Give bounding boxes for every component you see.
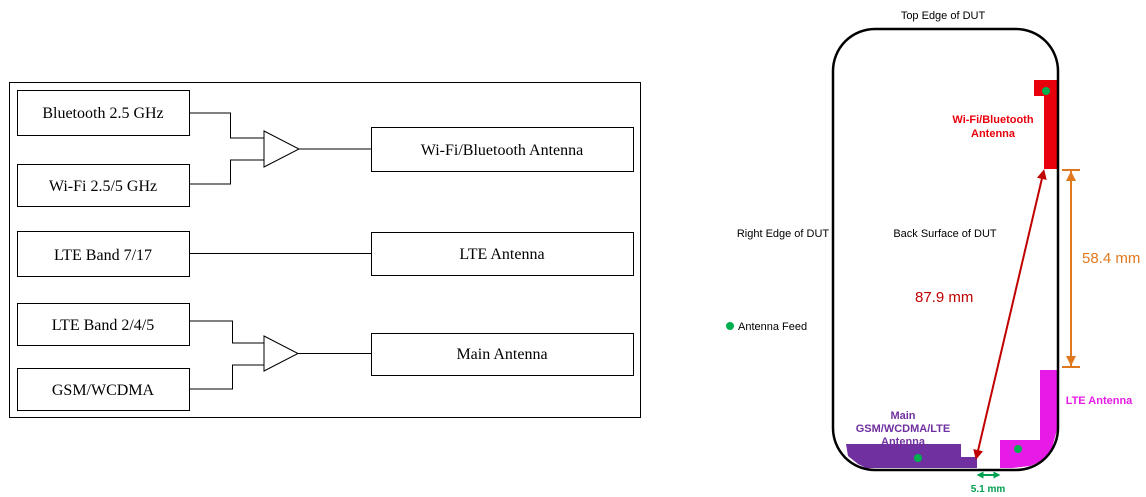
lte-2-4-5-wire [189, 320, 264, 344]
gsm-wcdma-label: GSM/WCDMA [52, 382, 155, 399]
lte-antenna-label: LTE Antenna [459, 246, 544, 263]
main-antenna-box [371, 333, 634, 376]
bluetooth-wire [189, 112, 264, 139]
wifi-bt-feed-dot [1042, 87, 1050, 95]
main-antenna-caption-3: Antenna [881, 436, 926, 448]
combiner-2 [263, 335, 300, 372]
main-antenna-caption-2: GSM/WCDMA/LTE [856, 423, 951, 435]
main-feed-dot [914, 454, 922, 462]
back-surface-label: Back Surface of DUT [893, 228, 997, 240]
lte-feed-dot [1014, 445, 1022, 453]
lte-2-4-5-box [17, 303, 190, 346]
lte-2-4-5-label: LTE Band 2/4/5 [52, 317, 155, 334]
wifi-bt-antenna-arm [1044, 80, 1059, 169]
lte-antenna-caption: LTE Antenna [1066, 395, 1133, 407]
block-diagram [9, 82, 641, 418]
device-outline [831, 27, 1060, 472]
device-diagram [726, 27, 1080, 479]
bluetooth-label: Bluetooth 2.5 GHz [42, 105, 163, 122]
legend-feed-dot [726, 322, 734, 330]
wifi-wire [189, 159, 264, 185]
legend-feed-label: Antenna Feed [738, 321, 807, 333]
dim-vertical-label: 58.4 mm [1082, 250, 1140, 267]
wifi-bt-antenna-label: Wi-Fi/Bluetooth Antenna [421, 142, 583, 159]
combiner-1 [263, 130, 301, 168]
block-diagram-frame [9, 82, 641, 418]
gsm-wire [189, 364, 264, 390]
wifi-box [17, 164, 190, 207]
dim-diagonal-label: 87.9 mm [915, 289, 973, 306]
main-antenna-label: Main Antenna [456, 346, 547, 363]
wifi-label: Wi-Fi 2.5/5 GHz [49, 178, 157, 195]
main-antenna-shape [846, 444, 977, 468]
lte-7-17-label: LTE Band 7/17 [54, 247, 152, 264]
right-edge-label: Right Edge of DUT [737, 228, 830, 240]
dim-bottom-label: 5.1 mm [971, 484, 1006, 495]
wifi-bt-antenna-caption-2: Antenna [971, 128, 1016, 140]
dim-diagonal-line [973, 169, 1047, 460]
main-antenna-caption-1: Main [890, 410, 915, 422]
top-edge-label: Top Edge of DUT [901, 10, 986, 22]
wifi-bt-antenna-caption-1: Wi-Fi/Bluetooth [952, 114, 1033, 126]
